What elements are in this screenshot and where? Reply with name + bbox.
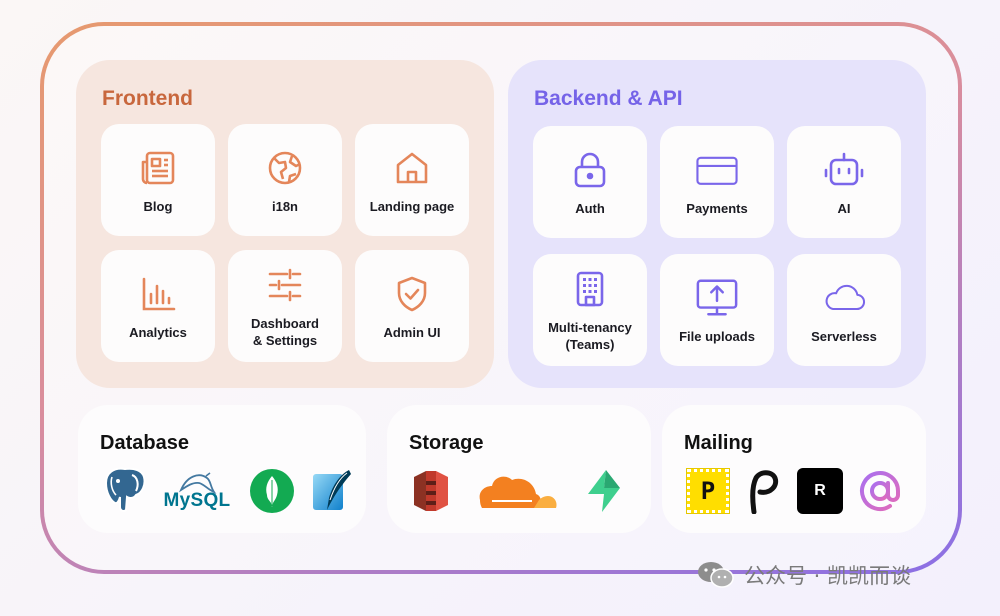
storage-title: Storage bbox=[409, 432, 484, 454]
mongodb-logo bbox=[248, 467, 296, 515]
tile-label: AI bbox=[837, 200, 851, 216]
cloud-icon bbox=[822, 276, 866, 320]
mailing-title: Mailing bbox=[684, 432, 753, 454]
database-panel: Database MySQL bbox=[78, 405, 366, 533]
tile-blog: Blog bbox=[101, 124, 215, 236]
supabase-logo bbox=[580, 467, 628, 515]
tile-i18n: i18n bbox=[228, 124, 342, 236]
lock-icon bbox=[568, 148, 612, 192]
watermark-text: 公众号 · 凯凯而谈 bbox=[744, 564, 912, 588]
tile-label: Multi-tenancy (Teams) bbox=[548, 320, 632, 352]
tile-label: File uploads bbox=[679, 328, 755, 344]
tile-dashboard-settings: Dashboard & Settings bbox=[228, 250, 342, 362]
shield-check-icon bbox=[390, 272, 434, 316]
tile-multi-tenancy: Multi-tenancy (Teams) bbox=[533, 254, 647, 366]
postgresql-logo bbox=[98, 463, 152, 517]
globe-icon bbox=[263, 146, 307, 190]
frontend-title: Frontend bbox=[102, 87, 193, 110]
tile-label: Dashboard & Settings bbox=[251, 316, 319, 348]
tile-ai: AI bbox=[787, 126, 901, 238]
newspaper-icon bbox=[136, 146, 180, 190]
at-sign-logo bbox=[856, 467, 904, 515]
aws-s3-logo bbox=[407, 467, 455, 515]
mysql-logo: MySQL bbox=[160, 463, 234, 519]
tile-label: Blog bbox=[143, 198, 173, 214]
mailing-panel: Mailing P R bbox=[662, 405, 926, 533]
mysql-text: MySQL bbox=[163, 490, 231, 511]
resend-logo: R bbox=[796, 467, 844, 515]
robot-icon bbox=[822, 148, 866, 192]
tile-analytics: Analytics bbox=[101, 250, 215, 362]
credit-card-icon bbox=[695, 148, 739, 192]
postmark-logo: P bbox=[684, 467, 732, 515]
sqlite-logo bbox=[307, 467, 355, 515]
watermark: 公众号 · 凯凯而谈 bbox=[696, 560, 911, 590]
bar-chart-icon bbox=[136, 272, 180, 316]
building-icon bbox=[568, 267, 612, 311]
tile-serverless: Serverless bbox=[787, 254, 901, 366]
tile-label: Serverless bbox=[811, 328, 877, 344]
home-icon bbox=[390, 146, 434, 190]
backend-panel: Backend & API Auth Payments bbox=[508, 60, 926, 388]
wechat-icon bbox=[696, 560, 736, 590]
cloudflare-logo bbox=[471, 467, 561, 515]
database-title: Database bbox=[100, 432, 189, 454]
storage-panel: Storage bbox=[387, 405, 651, 533]
tile-landing-page: Landing page bbox=[355, 124, 469, 236]
tile-label: Landing page bbox=[369, 198, 455, 214]
sliders-icon bbox=[263, 263, 307, 307]
postmark-letter: P bbox=[700, 477, 716, 505]
tile-payments: Payments bbox=[660, 126, 774, 238]
tile-file-uploads: File uploads bbox=[660, 254, 774, 366]
tile-admin-ui: Admin UI bbox=[355, 250, 469, 362]
tile-label: i18n bbox=[271, 198, 298, 214]
tile-label: Payments bbox=[686, 200, 748, 216]
tile-label: Admin UI bbox=[383, 324, 441, 340]
plunk-logo bbox=[738, 467, 786, 515]
frontend-panel: Frontend Blog i18n bbox=[76, 60, 494, 388]
monitor-upload-icon bbox=[695, 276, 739, 320]
tile-label: Auth bbox=[575, 200, 605, 216]
tile-auth: Auth bbox=[533, 126, 647, 238]
resend-letter: R bbox=[814, 482, 826, 499]
backend-title: Backend & API bbox=[534, 87, 683, 110]
tile-label: Analytics bbox=[129, 324, 187, 340]
